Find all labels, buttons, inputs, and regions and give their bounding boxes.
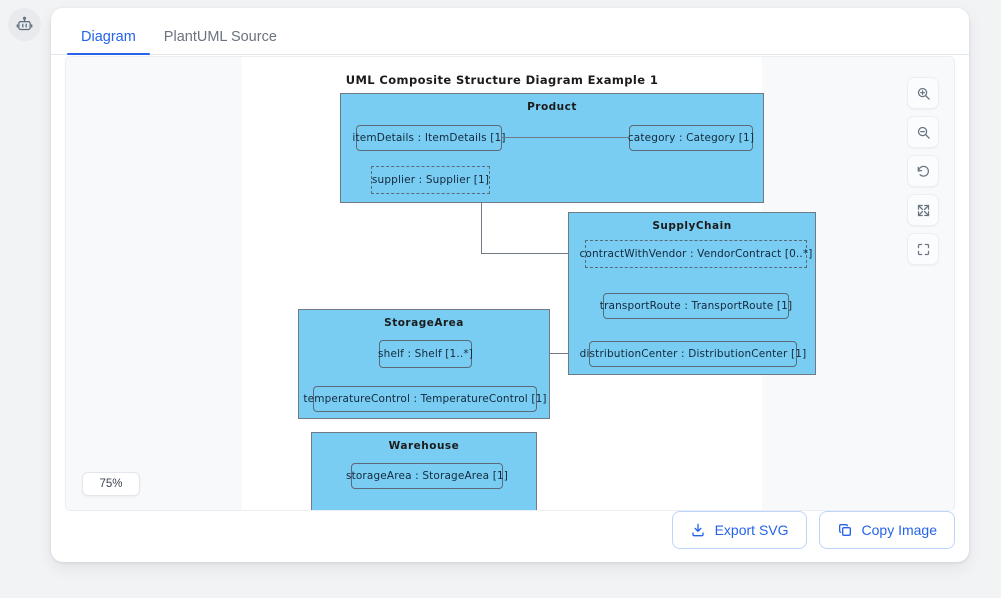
uml-part-shelf[interactable]: shelf : Shelf [1..*] [378, 340, 473, 368]
uml-part-itemdetails[interactable]: itemDetails : ItemDetails [1] [352, 125, 505, 151]
footer-actions: Export SVG Copy Image [671, 511, 955, 549]
zoom-in-icon [917, 87, 930, 100]
uml-part-supplier[interactable]: supplier : Supplier [1] [371, 166, 490, 194]
copy-image-label: Copy Image [861, 522, 937, 538]
tab-plantuml-source[interactable]: PlantUML Source [163, 28, 277, 45]
tab-bar: Diagram PlantUML Source [51, 8, 969, 55]
reset-rotate-icon [917, 165, 929, 177]
zoom-level-badge: 75% [82, 472, 140, 496]
uml-part-distributioncenter[interactable]: distributionCenter : DistributionCenter … [580, 341, 806, 367]
fullscreen-button[interactable] [907, 233, 939, 265]
uml-class-title: Warehouse [388, 440, 460, 452]
uml-part-contractwithvendor[interactable]: contractWithVendor : VendorContract [0..… [579, 240, 812, 268]
uml-class-title: SupplyChain [652, 220, 732, 232]
download-icon [691, 523, 704, 537]
robot-icon [16, 16, 33, 31]
uml-class-warehouse[interactable]: Warehouse storageArea : StorageArea [1] [311, 432, 537, 510]
zoom-in-button[interactable] [907, 77, 939, 109]
export-svg-button[interactable]: Export SVG [671, 511, 807, 549]
diagram-title: UML Composite Structure Diagram Example … [345, 73, 659, 87]
copy-icon [838, 524, 851, 536]
connector-itemdetails-category [501, 137, 630, 139]
uml-part-transportroute[interactable]: transportRoute : TransportRoute [1] [600, 293, 792, 319]
uml-part-category[interactable]: category : Category [1] [628, 125, 754, 151]
connector-supplier-vertical [481, 197, 483, 254]
uml-class-product[interactable]: Product itemDetails : ItemDetails [1] ca… [340, 93, 764, 203]
export-svg-label: Export SVG [714, 522, 789, 538]
diagram-canvas[interactable]: UML Composite Structure Diagram Example … [65, 56, 955, 511]
tab-diagram[interactable]: Diagram [67, 29, 150, 55]
reset-view-button[interactable] [907, 155, 939, 187]
uml-class-supplychain[interactable]: SupplyChain contractWithVendor : VendorC… [568, 212, 816, 375]
uml-part-temperaturecontrol[interactable]: temperatureControl : TemperatureControl … [303, 386, 547, 412]
uml-class-title: StorageArea [384, 317, 464, 329]
uml-class-storagearea[interactable]: StorageArea shelf : Shelf [1..*] tempera… [298, 309, 550, 419]
uml-part-storagearea[interactable]: storageArea : StorageArea [1] [346, 463, 508, 489]
connector-supplier-horizontal [481, 253, 584, 255]
diagram-card: Diagram PlantUML Source UML Composite St… [51, 8, 969, 562]
bot-badge[interactable] [8, 8, 41, 41]
zoom-out-icon [917, 126, 930, 139]
uml-class-title: Product [527, 101, 577, 113]
copy-image-button[interactable]: Copy Image [818, 511, 955, 549]
fit-view-button[interactable] [907, 194, 939, 226]
canvas-toolbar [907, 77, 939, 265]
fullscreen-icon [917, 243, 929, 255]
zoom-out-button[interactable] [907, 116, 939, 148]
expand-arrows-icon [917, 204, 929, 216]
